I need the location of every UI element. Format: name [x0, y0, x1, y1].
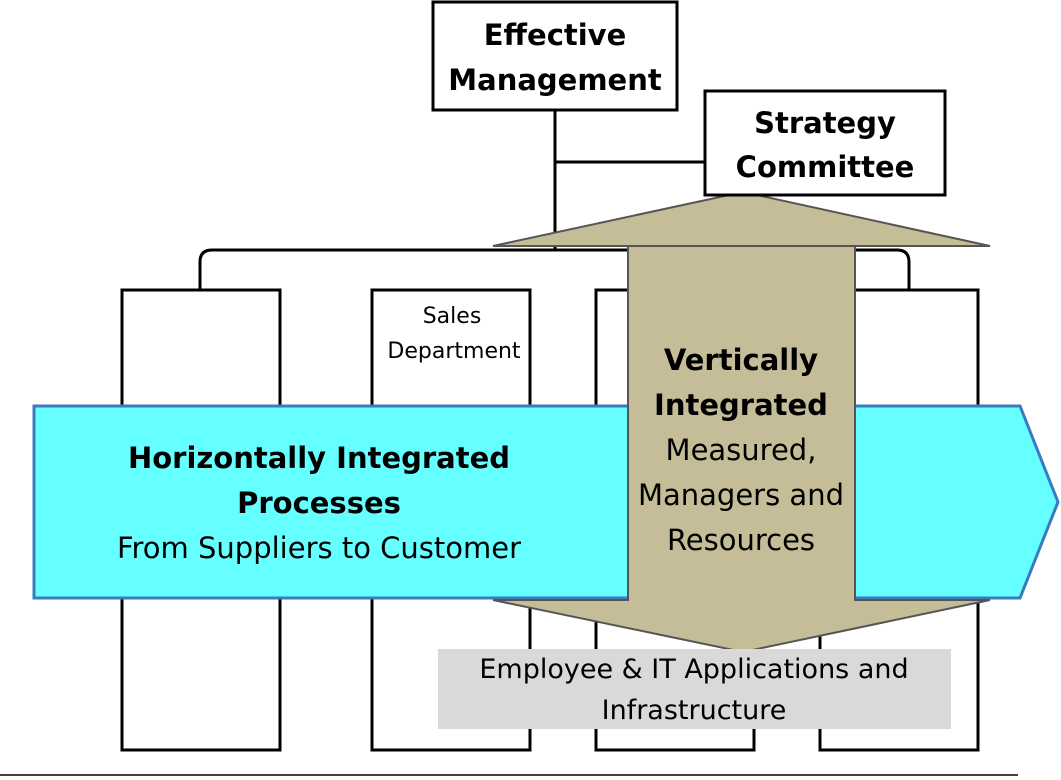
horizontal-arrow-title-line2: Processes [237, 486, 401, 520]
infrastructure-line1: Employee & IT Applications and [479, 654, 908, 685]
infrastructure-box [438, 649, 951, 729]
strategy-committee-line2: Committee [736, 150, 915, 184]
vertical-arrow-line3: Measured, [666, 433, 817, 467]
strategy-committee-box [703, 89, 947, 197]
department-label-line2: Department [387, 339, 521, 364]
horizontal-arrow-subtitle: From Suppliers to Customer [117, 531, 521, 565]
effective-management-line1: Effective [484, 18, 627, 52]
horizontal-arrow-title-line1: Horizontally Integrated [128, 441, 510, 475]
org-connectors [198, 110, 911, 290]
vertical-arrow-title-line1: Vertically [664, 343, 818, 377]
strategy-committee-line1: Strategy [754, 106, 896, 140]
effective-management-line2: Management [448, 63, 662, 97]
department-label-line1: Sales [423, 304, 482, 329]
vertical-arrow-title-line2: Integrated [654, 388, 828, 422]
vertical-arrow-body [492, 245, 991, 654]
infrastructure-line2: Infrastructure [602, 695, 787, 726]
effective-management-box [431, 0, 679, 112]
vertical-arrow-line5: Resources [667, 523, 815, 557]
vertical-arrow-line4: Managers and [638, 478, 844, 512]
horizontal-arrow [32, 404, 1060, 600]
